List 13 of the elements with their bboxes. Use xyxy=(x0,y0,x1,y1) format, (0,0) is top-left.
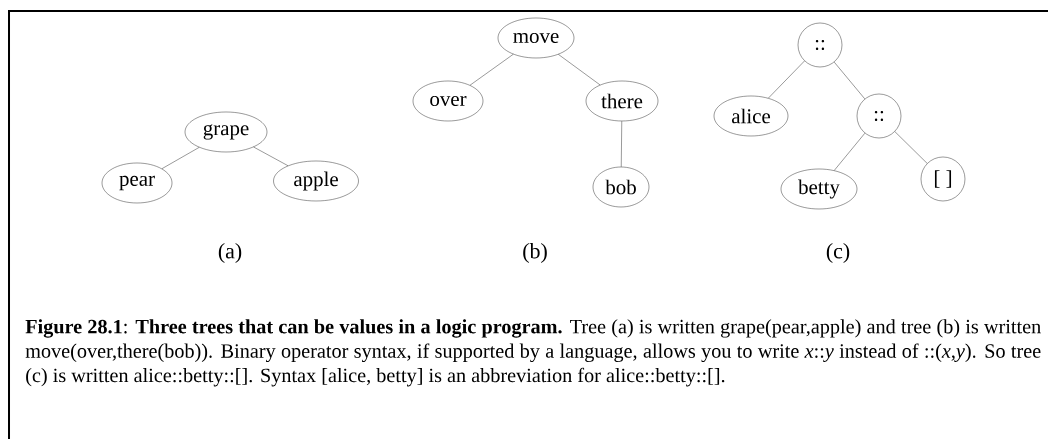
tree-edge xyxy=(834,132,866,171)
tree-edge xyxy=(834,61,865,100)
tree-edge xyxy=(469,54,514,86)
tree-edge xyxy=(558,54,601,86)
tree-edge xyxy=(768,60,805,99)
subfigure-label: (a) xyxy=(218,243,242,263)
tree-edge xyxy=(621,121,622,167)
tree-edge xyxy=(161,147,200,169)
tree-edge xyxy=(253,146,289,166)
subfigure-label: (c) xyxy=(826,243,850,263)
caption: Figure 28.1: Three trees that can be values in a logic program. Tree (a) is written grape(pear,apple) and tree (b) is written move(over,there(bob)). Binary operator syntax, if supported by a language, allows you to write x::y instead of ::(x,y). So tree (c) is written alice::betty::[]. Syntax [alice, betty] is an abbreviation for alice::betty::[]. xyxy=(25,319,1041,387)
subfigure-label: (b) xyxy=(523,243,547,263)
tree-edge xyxy=(894,131,928,164)
